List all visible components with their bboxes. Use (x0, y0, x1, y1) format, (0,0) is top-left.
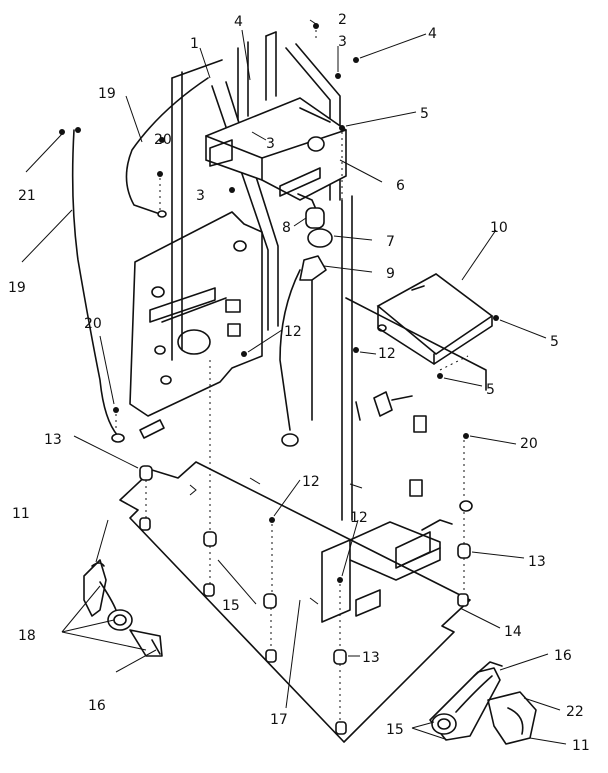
callout-7: 7 (386, 234, 395, 250)
standoffs (139, 465, 473, 735)
callout-11b: 11 (572, 738, 590, 754)
callout-18: 18 (18, 628, 36, 644)
callout-20a: 20 (154, 132, 172, 148)
callout-12d: 12 (350, 510, 368, 526)
callout-13a: 13 (44, 432, 62, 448)
callout-16b: 16 (88, 698, 106, 714)
callout-4b: 4 (428, 26, 437, 42)
callout-2: 2 (338, 12, 347, 28)
callout-5c: 5 (486, 382, 495, 398)
callout-6: 6 (396, 178, 405, 194)
callout-9: 9 (386, 266, 395, 282)
callout-5a: 5 (420, 106, 429, 122)
assembly-lines (115, 30, 465, 722)
wire-harness (71, 77, 209, 443)
callout-14: 14 (504, 624, 522, 640)
callout-3b: 3 (266, 136, 275, 152)
right-terminal-assembly (429, 661, 537, 745)
callout-4a: 4 (234, 14, 243, 30)
relay-box (376, 273, 494, 365)
right-bracket (321, 297, 487, 623)
screws (59, 23, 499, 583)
callout-21: 21 (18, 188, 36, 204)
callout-22: 22 (566, 704, 584, 720)
callout-12a: 12 (284, 324, 302, 340)
control-box (205, 97, 347, 201)
callout-13c: 13 (362, 650, 380, 666)
callout-10: 10 (490, 220, 508, 236)
callout-5b: 5 (550, 334, 559, 350)
callout-20c: 20 (520, 436, 538, 452)
left-terminal-assembly (83, 559, 163, 657)
callout-15a: 15 (222, 598, 240, 614)
callout-16a: 16 (554, 648, 572, 664)
callout-20b: 20 (84, 316, 102, 332)
callout-13b: 13 (528, 554, 546, 570)
callout-19b: 19 (8, 280, 26, 296)
callout-15b: 15 (386, 722, 404, 738)
callout-3c: 3 (196, 188, 205, 204)
callout-1: 1 (190, 36, 199, 52)
callout-3a: 3 (338, 34, 347, 50)
frame-rails (171, 31, 353, 521)
callout-17: 17 (270, 712, 288, 728)
valve-assembly (279, 193, 333, 447)
back-panel (129, 211, 263, 439)
callout-12b: 12 (378, 346, 396, 362)
callout-12c: 12 (302, 474, 320, 490)
callout-11a: 11 (12, 506, 30, 522)
callout-8: 8 (282, 220, 291, 236)
leader-lines (21, 19, 567, 745)
callout-labels: 1 2 3 3 3 4 4 5 5 5 6 7 8 9 10 11 11 12 … (8, 12, 590, 754)
base-plate (119, 461, 471, 743)
callout-19a: 19 (98, 86, 116, 102)
